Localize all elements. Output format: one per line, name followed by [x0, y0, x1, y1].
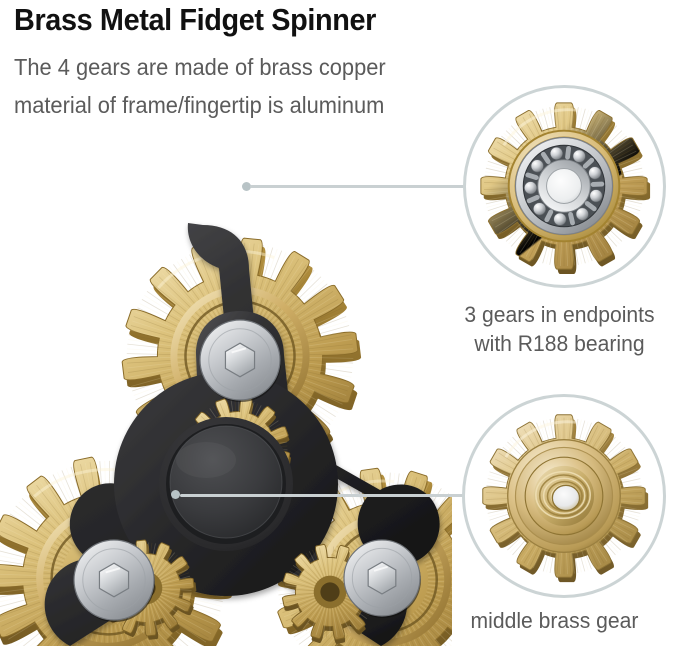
- hex-bolt: [73, 539, 155, 622]
- callout-top-line-2: with R188 bearing: [474, 331, 645, 356]
- fidget-spinner-product-image: [0, 168, 452, 646]
- hex-bolts: [73, 319, 421, 622]
- callout-top-line-1: 3 gears in endpoints: [464, 302, 655, 327]
- callout-circle-bearing-gear: [463, 85, 666, 288]
- brass-gear-body: [482, 414, 649, 583]
- bearing-gear-illustration: [480, 102, 651, 275]
- description-line-2: material of frame/fingertip is aluminum: [14, 92, 385, 118]
- center-cap: [159, 417, 293, 551]
- callout-caption-top: 3 gears in endpoints with R188 bearing: [445, 300, 674, 358]
- middle-gear-illustration: [482, 414, 649, 583]
- description-line-1: The 4 gears are made of brass copper: [14, 54, 386, 80]
- callout-bottom-line-1: middle brass gear: [470, 608, 639, 633]
- leader-line-bottom-callout: [180, 494, 468, 497]
- leader-dot-top: [242, 182, 251, 191]
- page-title: Brass Metal Fidget Spinner: [14, 2, 377, 37]
- hex-bolt: [343, 539, 421, 618]
- r188-bearing: [514, 136, 614, 236]
- callout-caption-bottom: middle brass gear: [435, 606, 674, 635]
- leader-dot-bottom: [171, 490, 180, 499]
- callout-circle-middle-gear: [462, 394, 666, 598]
- spinner-illustration: [0, 223, 452, 646]
- hex-bolt: [199, 319, 281, 402]
- leader-line-top-callout: [250, 185, 472, 188]
